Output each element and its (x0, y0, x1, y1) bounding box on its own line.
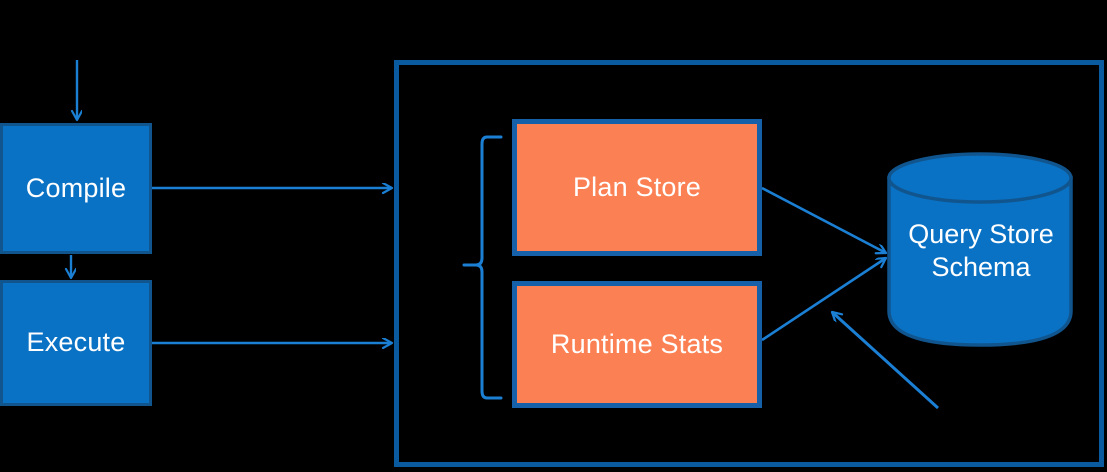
node-runtime-stats[interactable]: Runtime Stats (512, 281, 762, 408)
external-to-schema-arrow (832, 310, 940, 410)
node-query-store-schema-label: Query Store Schema (908, 219, 1054, 282)
query-store-schema-cylinder (887, 152, 1073, 347)
node-plan-store-label: Plan Store (572, 171, 702, 202)
query-store-container (394, 60, 1104, 467)
node-execute-label: Execute (26, 327, 126, 358)
in-memory-bracket (462, 135, 503, 400)
node-compile[interactable]: Compile (0, 123, 152, 254)
node-runtime-stats-label: Runtime Stats (550, 328, 724, 359)
plan-store-to-schema-arrow (761, 186, 886, 253)
node-compile-label: Compile (25, 172, 127, 203)
node-execute[interactable]: Execute (0, 280, 152, 406)
runtime-stats-to-schema-arrow (761, 258, 886, 342)
node-plan-store[interactable]: Plan Store (512, 119, 762, 256)
